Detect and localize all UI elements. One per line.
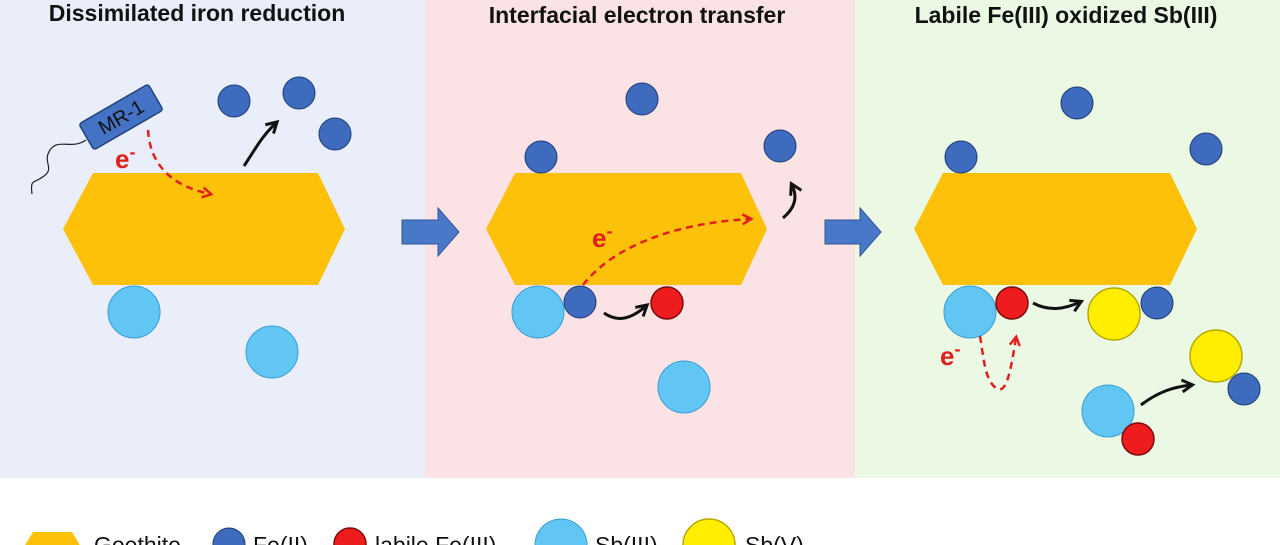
sb3-ion <box>511 285 565 339</box>
goethite-crystal <box>486 173 767 285</box>
transition-arrow-1 <box>401 206 460 258</box>
electron-label: e- <box>115 142 135 174</box>
sb3-ion <box>1081 384 1135 438</box>
fe2-ion <box>1140 286 1174 320</box>
fe2-release-arrow <box>782 180 803 220</box>
fe2-ion <box>1227 372 1261 406</box>
labile-fe3-ion <box>995 286 1029 320</box>
legend-sb5-label: Sb(V) <box>745 532 804 545</box>
legend-sb5-swatch <box>682 518 736 545</box>
fe2-ion <box>625 82 659 116</box>
legend: Goethite Fe(II) labile Fe(III) Sb(III) S… <box>25 518 804 545</box>
goethite-crystal <box>63 173 345 285</box>
flagellum <box>30 139 87 195</box>
legend-labile-fe3-label: labile Fe(III) <box>375 532 496 545</box>
electron-label: e- <box>940 339 960 371</box>
legend-fe2-swatch <box>212 527 246 545</box>
legend-labile-fe3-swatch <box>333 527 367 545</box>
goethite-crystal <box>914 173 1197 285</box>
fe2-ion <box>524 140 558 174</box>
legend-goethite-swatch <box>25 532 80 545</box>
electron-transfer-arrow <box>146 129 214 199</box>
sb3-ion <box>107 285 161 339</box>
mr1-bacterium: MR-1 <box>79 84 163 150</box>
fe2-ion <box>944 140 978 174</box>
fe-oxidation-arrow <box>603 303 650 320</box>
sb3-ion <box>943 285 997 339</box>
fe2-ion <box>563 285 597 319</box>
legend-background <box>0 478 1280 545</box>
labile-fe3-ion <box>650 286 684 320</box>
panel-2-title: Interfacial electron transfer <box>489 2 786 28</box>
sb-oxidation-arrow <box>1032 298 1085 313</box>
transition-arrow-2 <box>824 206 882 258</box>
legend-sb3-swatch <box>534 518 588 545</box>
panel-1-title: Dissimilated iron reduction <box>49 0 346 26</box>
fe2-ion <box>763 129 797 163</box>
legend-fe2-label: Fe(II) <box>253 532 308 545</box>
legend-goethite-label: Goethite <box>94 532 181 545</box>
electron-transfer-arrow <box>582 213 754 286</box>
panel-1: MR-1 e- <box>30 76 352 379</box>
fe2-ion <box>318 117 352 151</box>
fe2-release-arrow <box>242 119 280 167</box>
sb3-ion <box>245 325 299 379</box>
panel-2: e- <box>486 82 803 414</box>
legend-sb3-label: Sb(III) <box>595 532 658 545</box>
fe2-ion <box>217 84 251 118</box>
labile-fe3-ion <box>1121 422 1155 456</box>
fe2-ion <box>1189 132 1223 166</box>
sb5-ion <box>1189 329 1243 383</box>
electron-cycle-arrow <box>978 334 1021 391</box>
electron-label: e- <box>592 221 612 253</box>
panel-3-title: Labile Fe(III) oxidized Sb(III) <box>915 2 1218 28</box>
sb3-ion <box>657 360 711 414</box>
sb-oxidation-arrow <box>1140 378 1196 407</box>
panel-3: e- <box>914 86 1261 456</box>
sb5-ion <box>1087 287 1141 341</box>
fe2-ion <box>1060 86 1094 120</box>
fe2-ion <box>282 76 316 110</box>
